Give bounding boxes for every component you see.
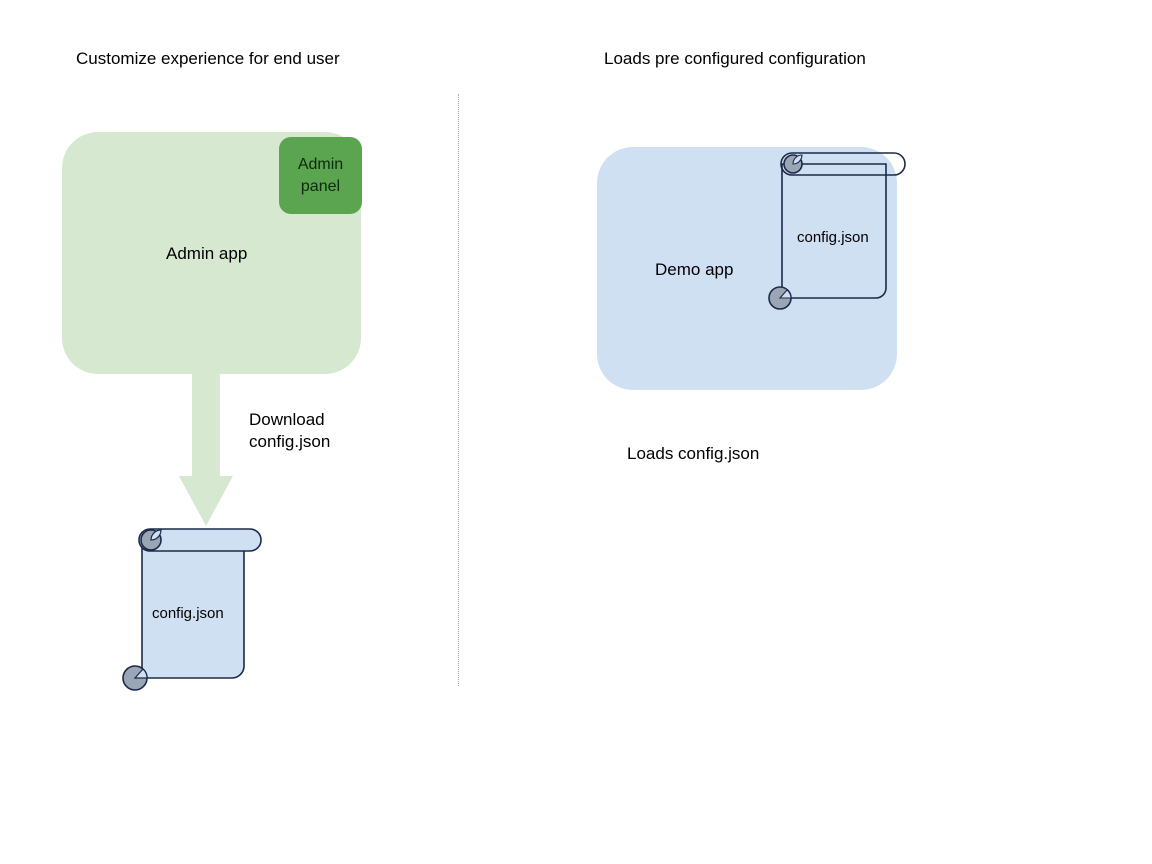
- admin-panel-label: Admin panel: [297, 155, 344, 195]
- config-json-label-left: config.json: [152, 605, 224, 622]
- column-divider: [458, 94, 459, 686]
- config-json-document-right: [768, 152, 906, 310]
- download-arrow-caption: Download config.json: [249, 410, 331, 451]
- left-section-title: Customize experience for end user: [76, 49, 340, 68]
- admin-app-label: Admin app: [166, 244, 248, 263]
- config-json-label-right: config.json: [797, 229, 869, 246]
- demo-app-container: [597, 147, 897, 390]
- right-section-title: Loads pre configured configuration: [604, 49, 866, 68]
- demo-app-label: Demo app: [655, 260, 734, 279]
- admin-panel-chip[interactable]: Admin panel: [279, 137, 362, 214]
- down-arrow-icon: [179, 370, 233, 526]
- config-json-document-left: [122, 528, 262, 691]
- loads-config-note: Loads config.json: [627, 444, 760, 463]
